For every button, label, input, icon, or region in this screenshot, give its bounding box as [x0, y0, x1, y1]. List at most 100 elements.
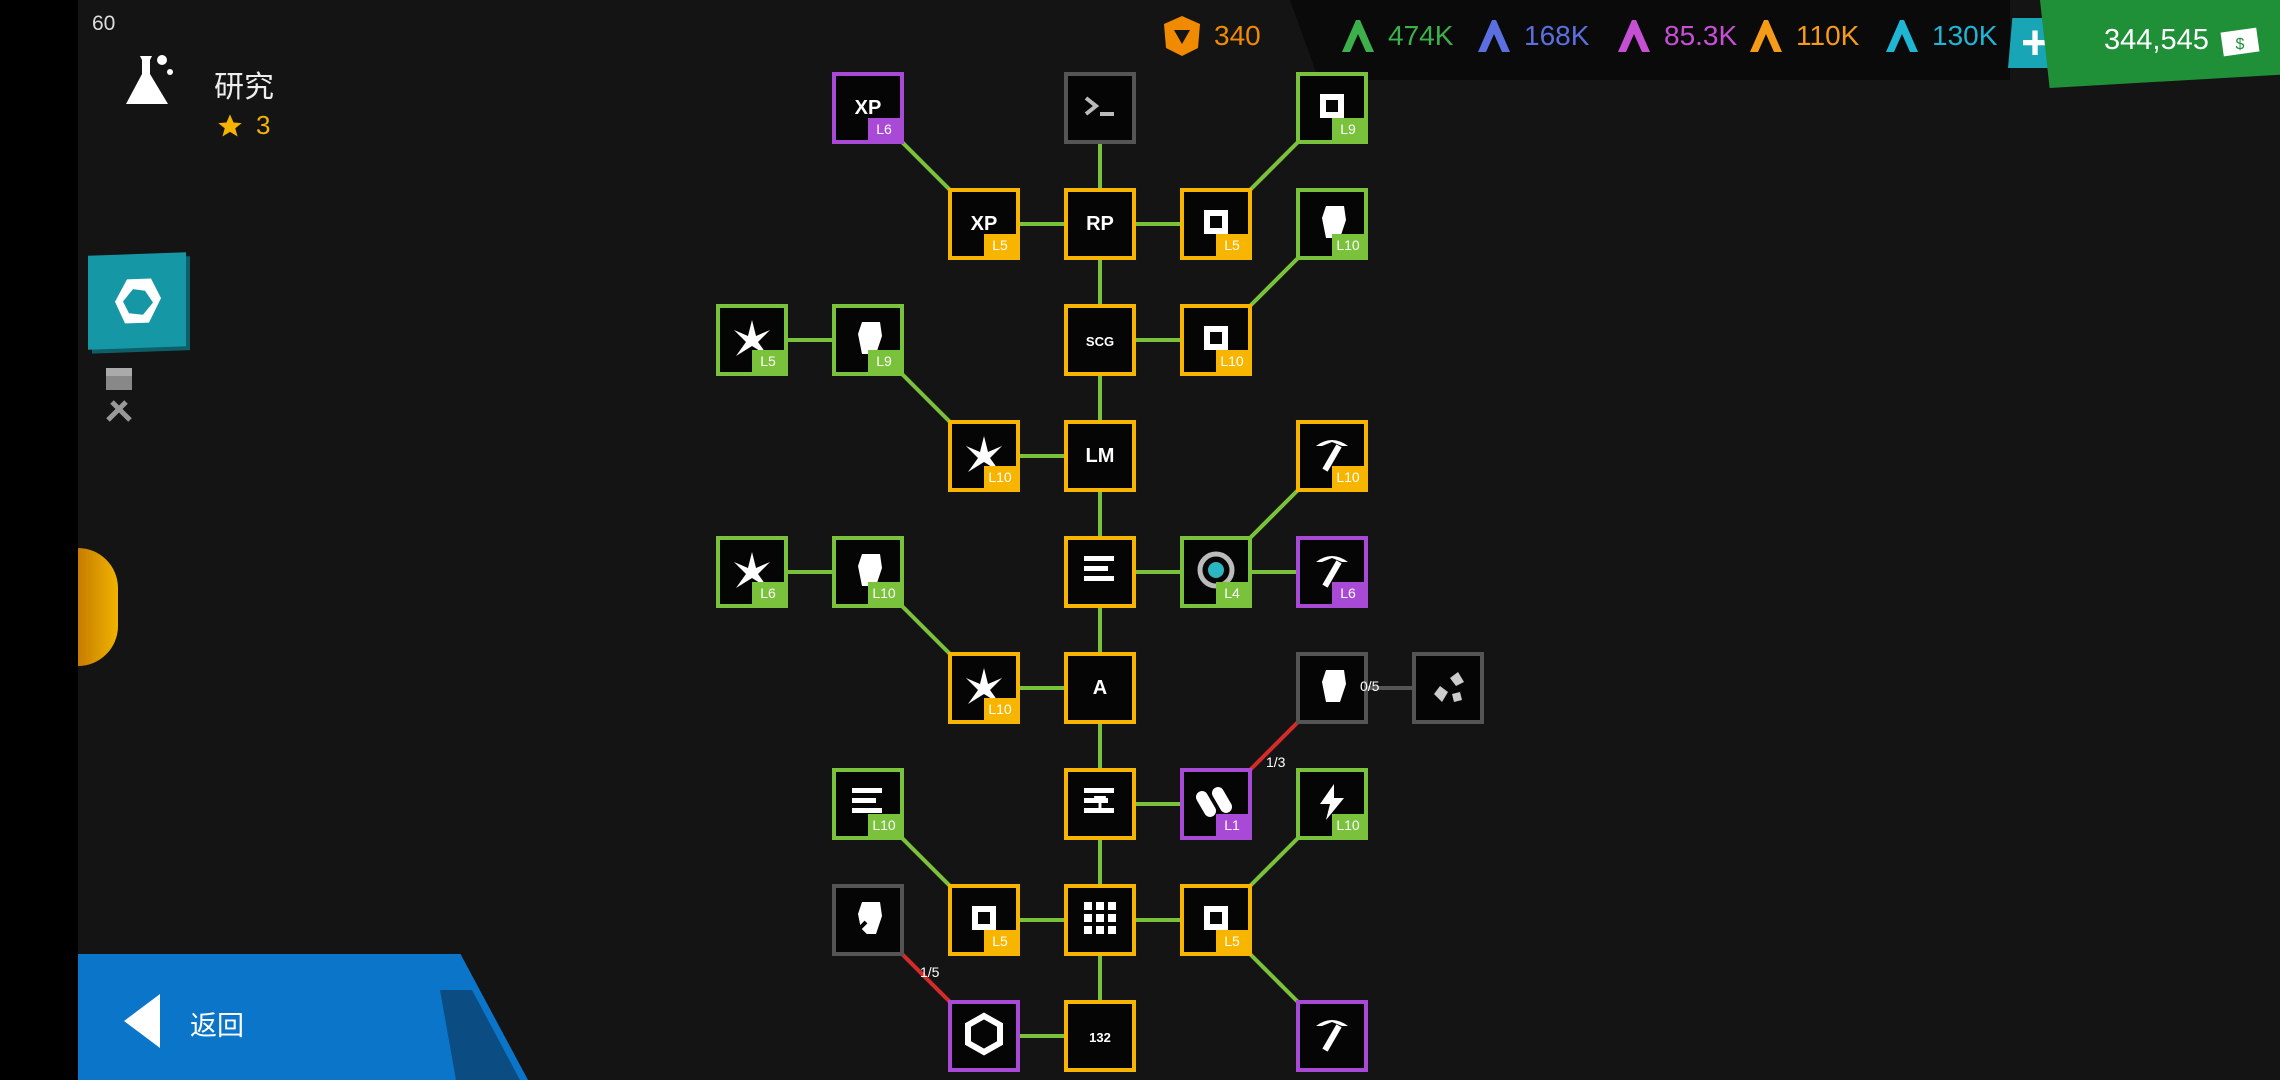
research-node-fist-x-grey[interactable]	[832, 884, 904, 956]
blue-resource-icon	[1478, 20, 1510, 52]
research-node-power-green[interactable]: L10	[1296, 768, 1368, 840]
research-node-rocks-grey[interactable]	[1412, 652, 1484, 724]
pickaxe-box-icon	[1204, 210, 1228, 234]
green-resource-icon	[1342, 20, 1374, 52]
resource-value: 168K	[1524, 20, 1590, 51]
research-node-lightning-orange[interactable]: L10	[948, 652, 1020, 724]
research-node-spark-left[interactable]: L5	[716, 304, 788, 376]
research-node-fist-left-1[interactable]: L9	[832, 304, 904, 376]
research-node-tool-box[interactable]: L10	[1180, 304, 1252, 376]
research-node-box-orange-right[interactable]: L5	[1180, 884, 1252, 956]
level-badge: L5	[1216, 234, 1248, 256]
star-count: 3	[256, 110, 271, 140]
premium-currency: 340	[1160, 14, 1261, 58]
research-node-scg-core[interactable]: SCG	[1064, 304, 1136, 376]
research-node-pick-up[interactable]: L5	[1180, 188, 1252, 260]
magenta-resource: 85.3K	[1612, 14, 1737, 58]
research-node-gear-orb[interactable]: L4	[1180, 536, 1252, 608]
xp-grid-icon: XP	[971, 213, 998, 235]
star-rating: 3	[216, 110, 270, 141]
resource-value: 474K	[1388, 20, 1454, 51]
tab-mining-research[interactable]	[88, 252, 186, 350]
fist-icon	[858, 554, 882, 586]
resource-value: 130K	[1932, 20, 1998, 51]
research-node-lm-core[interactable]: LM	[1064, 420, 1136, 492]
box-icon	[1204, 906, 1228, 930]
resource-value: 85.3K	[1664, 20, 1738, 51]
research-node-rp-core[interactable]: RP	[1064, 188, 1136, 260]
level-badge: L10	[984, 698, 1016, 720]
level-badge: L10	[1332, 234, 1364, 256]
fist-icon	[1322, 670, 1346, 702]
level-badge: L10	[1332, 814, 1364, 836]
flask-icon	[126, 55, 173, 104]
research-node-lightning-left[interactable]: L6	[716, 536, 788, 608]
research-node-stripe-core[interactable]	[1064, 536, 1136, 608]
research-node-fist-grey[interactable]	[1296, 652, 1368, 724]
unlock-progress: 1/5	[920, 964, 940, 980]
grid-icon	[1084, 902, 1116, 934]
level-badge: L6	[1332, 582, 1364, 604]
ore-icon	[115, 278, 161, 324]
gem-shield-icon	[1164, 16, 1200, 56]
green-resource: 474K	[1336, 14, 1453, 58]
level-badge: L5	[1216, 930, 1248, 952]
research-node-hammer-right[interactable]: L10	[1296, 420, 1368, 492]
hex-icon	[965, 1012, 1003, 1056]
research-node-fist-top-right[interactable]: L10	[1296, 188, 1368, 260]
research-node-hex-purple[interactable]	[948, 1000, 1020, 1072]
star-icon	[218, 113, 242, 136]
power-icon	[1320, 784, 1344, 820]
chest-tab-icon[interactable]	[104, 366, 134, 392]
magenta-resource-icon	[1618, 20, 1650, 52]
hammer-icon	[1316, 440, 1348, 472]
list-icon	[852, 788, 882, 813]
fist-icon	[1322, 206, 1346, 238]
svg-text:A: A	[1093, 677, 1107, 699]
svg-text:XP: XP	[971, 213, 998, 235]
capsule-icon	[1196, 787, 1232, 817]
research-node-hammer-purple[interactable]	[1296, 1000, 1368, 1072]
orange-resource: 110K	[1744, 14, 1859, 58]
research-node-burst-orange[interactable]: L10	[948, 420, 1020, 492]
level-badge: L10	[984, 466, 1016, 488]
svg-text:$: $	[2236, 36, 2245, 53]
tool-icon	[1320, 94, 1344, 118]
level-badge: L5	[984, 930, 1016, 952]
unlock-progress: 1/3	[1266, 754, 1286, 770]
research-node-grid-core[interactable]	[1064, 884, 1136, 956]
cyan-resource: 130K	[1880, 14, 1997, 58]
back-arrow-icon[interactable]	[124, 994, 160, 1048]
research-node-t-core[interactable]: T	[1064, 768, 1136, 840]
back-button[interactable]: 返回	[190, 1011, 244, 1041]
research-node-fist-left-2[interactable]: L10	[832, 536, 904, 608]
research-node-console[interactable]	[1064, 72, 1136, 144]
research-node-list-left[interactable]: L10	[832, 768, 904, 840]
hammer-icon	[1316, 1020, 1348, 1052]
level-badge: L6	[752, 582, 784, 604]
resource-value: 110K	[1796, 20, 1860, 51]
cyan-resource-icon	[1886, 20, 1918, 52]
research-node-tool-speed-top[interactable]: L9	[1296, 72, 1368, 144]
resource-bar	[1290, 0, 2010, 80]
svg-text:T: T	[1094, 793, 1106, 815]
research-node-numbers-core[interactable]: 132	[1064, 1000, 1136, 1072]
research-node-pickaxe-purple[interactable]: L6	[1296, 536, 1368, 608]
tools-tab-icon[interactable]	[104, 398, 134, 424]
research-node-a-core[interactable]: A	[1064, 652, 1136, 724]
tool-box-icon	[1204, 326, 1228, 350]
research-node-capsule-purple[interactable]: L1	[1180, 768, 1252, 840]
level-badge: L10	[1216, 350, 1248, 372]
research-node-box-orange-left[interactable]: L5	[948, 884, 1020, 956]
lightning-burst-icon	[734, 552, 770, 588]
premium-value: 340	[1214, 20, 1261, 51]
svg-text:132: 132	[1089, 1030, 1111, 1045]
cash-value: 344,545	[2104, 24, 2209, 56]
numbers-icon: 132	[1089, 1030, 1111, 1045]
coin-drawer-handle[interactable]	[78, 548, 118, 666]
fist-icon	[858, 322, 882, 354]
stripe-icon	[1084, 556, 1114, 581]
